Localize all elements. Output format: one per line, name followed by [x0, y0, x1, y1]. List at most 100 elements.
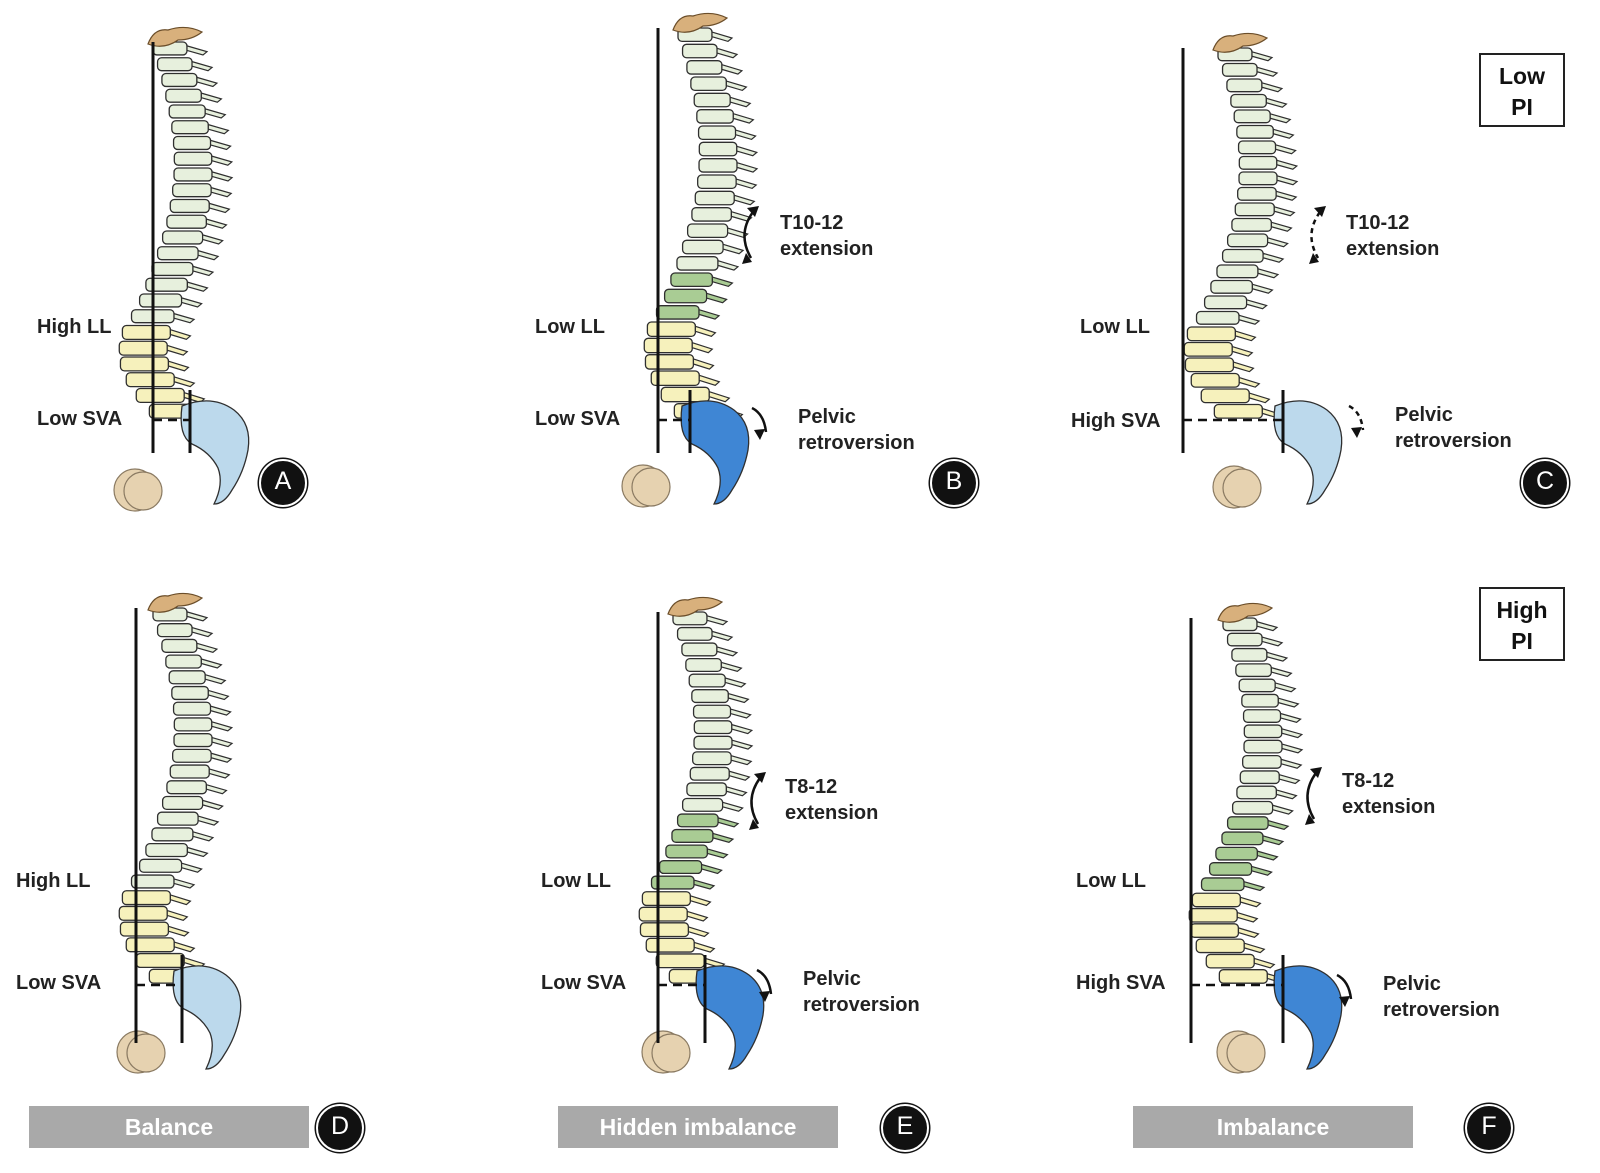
panel-f-vertebra	[1238, 678, 1276, 693]
panel-e-spinous-process	[724, 677, 747, 688]
panel-d-spinous-process	[173, 878, 196, 889]
panel-e-spinous-process	[729, 708, 752, 719]
panel-a-spinous-process	[173, 312, 196, 324]
panel-d-spinous-process	[166, 909, 189, 921]
panel-a-spinous-process	[167, 360, 190, 372]
panel-a-spinous-process	[209, 139, 232, 151]
panel-c-pelvic-label: Pelvic retroversion	[1395, 404, 1512, 452]
panel-f-vertebra	[1243, 724, 1283, 739]
panel-d-pelvis	[172, 965, 242, 1070]
panel-b-spinous-process	[734, 129, 757, 141]
panel-c-spinous-process	[1232, 361, 1255, 373]
panel-d-skull-base	[147, 592, 204, 613]
panel-f-spinous-process	[1270, 666, 1293, 678]
panel-b-spinous-process	[706, 292, 728, 304]
panel-b-spinous-process	[732, 112, 755, 124]
panel-a-spinous-process	[210, 186, 233, 198]
panel-c-spinous-process	[1270, 221, 1293, 232]
panel-a-pelvis	[180, 400, 250, 505]
panel-d-spinous-process	[205, 783, 228, 795]
panel-e-spinous-process	[686, 910, 709, 922]
panel-e-badge: E	[881, 1104, 929, 1152]
panel-b-retroversion-arrow-icon	[751, 406, 768, 433]
panel-b-spine	[643, 27, 759, 419]
panel-f-spinous-process	[1281, 728, 1304, 739]
panel-d-spinous-process	[204, 673, 227, 685]
panel-d-spinous-process	[197, 815, 220, 826]
panel-b-spinous-process	[733, 194, 756, 206]
panel-f-spinous-process	[1274, 682, 1297, 693]
panel-e-spine	[638, 611, 754, 984]
panel-b-badge: B	[930, 459, 978, 507]
panel-a-spinous-process	[186, 45, 209, 56]
panel-f-vertebra	[1235, 663, 1273, 678]
panel-b-spinous-process	[729, 96, 752, 108]
panel-d-spinous-process	[208, 768, 231, 779]
panel-f-vertebra	[1226, 632, 1263, 647]
panel-e-spinous-process	[730, 754, 753, 766]
panel-b-ll-label: Low LL	[535, 316, 605, 338]
panel-c-spinous-process	[1267, 237, 1289, 248]
panel-a-spinous-process	[173, 376, 196, 388]
panel-c-retroversion-arrow-icon	[1348, 404, 1365, 431]
panel-f-vertebra	[1236, 785, 1278, 800]
panel-e-spinous-process	[731, 739, 754, 750]
panel-b-extension-arrow-icon	[743, 211, 755, 259]
panel-f-spinous-process	[1243, 880, 1266, 892]
panel-d-spinous-process	[211, 736, 234, 748]
panel-f-spinous-process	[1239, 896, 1262, 908]
panel-b-pelvis	[680, 400, 750, 505]
panel-e-spinous-process	[727, 692, 750, 704]
panel-b-arrowhead-down-icon	[742, 253, 752, 264]
panel-d-spinous-process	[186, 611, 209, 622]
panel-b-spinous-process	[735, 178, 758, 190]
high-pi-label: High PI	[1496, 597, 1548, 654]
panel-f-spinous-process	[1253, 957, 1276, 969]
panel-a-spinous-process	[205, 218, 228, 229]
panel-c-sva-label: High SVA	[1071, 410, 1161, 432]
panel-b-skull-base	[672, 12, 729, 33]
panel-f-spinous-process	[1279, 712, 1302, 723]
panel-a-spinous-process	[169, 328, 192, 341]
panel-f-spinous-process	[1236, 911, 1259, 923]
panel-e-extension-arrow-icon	[750, 777, 762, 825]
panel-e-spinous-process	[706, 615, 729, 626]
panel-c-arrowhead-down-icon	[1309, 253, 1319, 264]
panel-a-spinous-process	[208, 202, 231, 214]
panel-d-femoral-head-overlap	[126, 1033, 166, 1073]
panel-c-spinous-process	[1248, 392, 1271, 404]
panel-b-spinous-process	[698, 308, 721, 320]
panel-e-spinous-process	[731, 723, 754, 735]
low-pi-box: Low PI	[1479, 53, 1565, 127]
panel-b-spinous-process	[717, 259, 740, 271]
panel-e-spinous-process	[693, 879, 716, 890]
panel-f-skull-base	[1217, 602, 1274, 623]
panel-a-spinous-process	[191, 60, 214, 72]
panel-a-spine	[118, 41, 234, 419]
panel-b-spinous-process	[721, 63, 744, 75]
panel-f-vertebra	[1218, 969, 1268, 984]
panel-e-spinous-process	[687, 926, 710, 938]
panel-c-spinous-process	[1234, 330, 1257, 342]
panel-a-spinous-process	[202, 234, 224, 245]
panel-a-skull-base	[147, 26, 204, 47]
panel-b-spinous-process	[736, 145, 759, 157]
panel-b-spinous-process	[711, 276, 734, 288]
hidden-imbalance-bar: Hidden imbalance	[558, 1106, 838, 1148]
panel-f-retroversion-arrow-icon	[1336, 973, 1353, 1000]
panel-d-spinous-process	[191, 626, 214, 638]
panel-d-spinous-process	[181, 862, 203, 873]
panel-c-spinous-process	[1238, 376, 1261, 388]
panel-d-spinous-process	[196, 642, 219, 653]
panel-b-extension-label: T10-12 extension	[780, 212, 874, 260]
panel-c-spinous-process	[1276, 159, 1299, 170]
panel-b-spinous-process	[725, 80, 748, 92]
panel-f-spinous-process	[1251, 865, 1273, 876]
panel-d-spinous-process	[210, 752, 233, 763]
panel-c-spinous-process	[1274, 144, 1297, 155]
panel-f-vertebra	[1221, 831, 1264, 846]
panel-d-spinous-process	[169, 894, 192, 906]
panel-f-extension-label: T8-12 extension	[1342, 770, 1436, 818]
